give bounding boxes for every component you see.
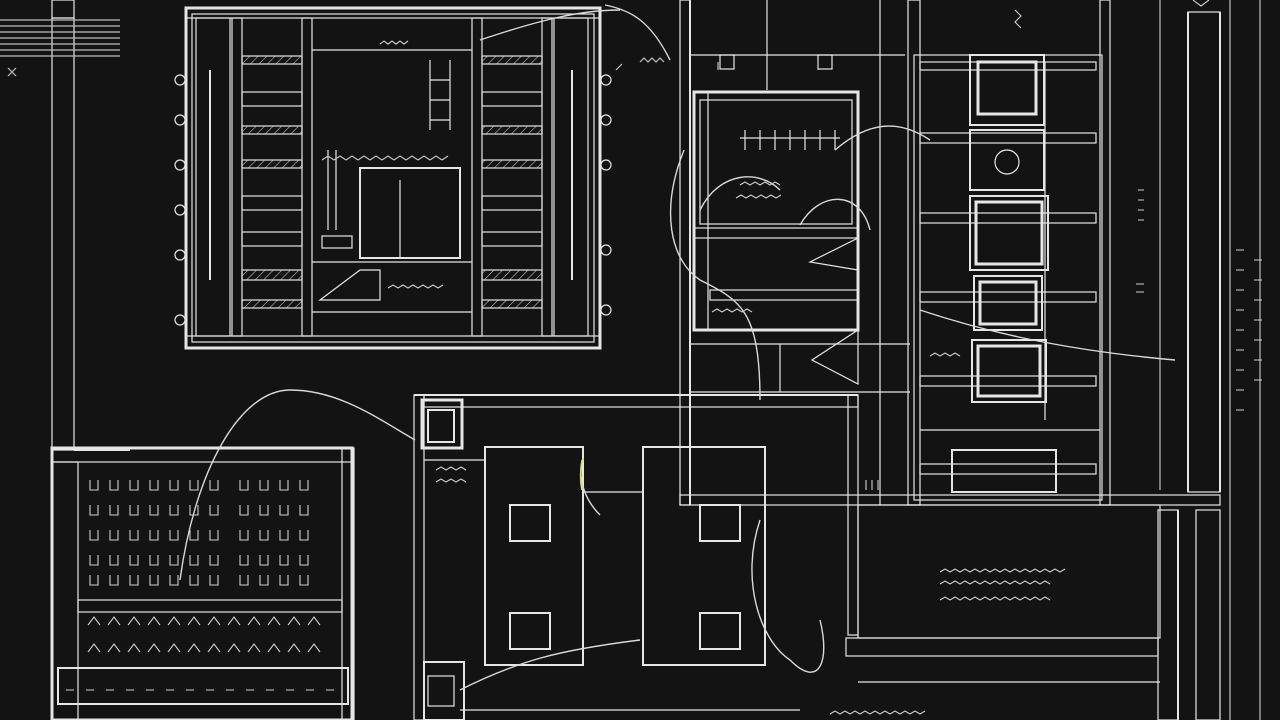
lower-right-area	[829, 504, 1221, 720]
annotation-curves	[179, 4, 1176, 691]
central-core-structure	[679, 0, 1221, 506]
right-room-stack	[913, 54, 1103, 501]
bottom-left-room	[50, 446, 355, 720]
left-margin-ticks	[0, 19, 120, 77]
scattered-label-marks	[435, 0, 1210, 490]
lower-center-building	[413, 394, 859, 720]
right-dimension-marks	[1136, 189, 1262, 411]
bottom-left-room-symbols	[66, 480, 334, 691]
top-left-building-block	[174, 6, 612, 350]
left-outer-wall	[51, 0, 130, 451]
